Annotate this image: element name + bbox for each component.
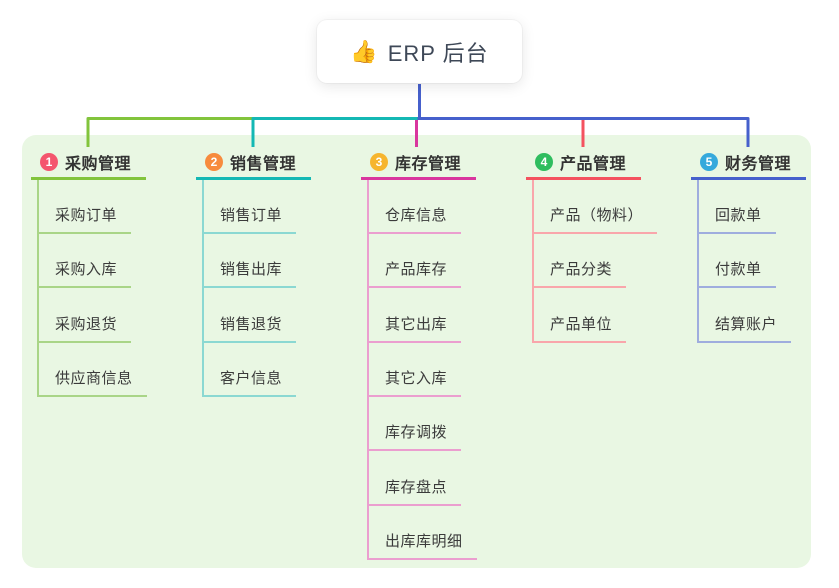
branch-children-line: [37, 180, 39, 397]
branch-number-badge: 4: [535, 152, 553, 171]
child-node[interactable]: 付款单: [697, 259, 776, 288]
branch-number-badge: 5: [700, 152, 718, 171]
child-node[interactable]: 客户信息: [202, 368, 297, 397]
root-node-label: ERP 后台: [387, 40, 489, 66]
child-node[interactable]: 其它出库: [367, 314, 462, 343]
root-node[interactable]: 👍 ERP 后台: [317, 20, 522, 83]
child-node[interactable]: 销售退货: [202, 314, 297, 343]
branches-background-panel: [22, 135, 811, 568]
branch-topic-label: 销售管理: [230, 155, 297, 173]
branch-topic[interactable]: 3 库存管理: [361, 146, 476, 180]
branch-topic-label: 库存管理: [395, 155, 462, 173]
child-node[interactable]: 采购退货: [37, 314, 132, 343]
branch-topic[interactable]: 5 财务管理: [691, 146, 806, 180]
child-node[interactable]: 其它入库: [367, 368, 462, 397]
child-node[interactable]: 销售订单: [202, 205, 297, 234]
branch-topic[interactable]: 1 采购管理: [31, 146, 146, 180]
branch-children-line: [367, 180, 369, 560]
edge-branch-1: [86, 117, 254, 147]
branch-topic-label: 产品管理: [560, 155, 627, 173]
branch-topic-label: 采购管理: [65, 155, 132, 173]
child-node[interactable]: 产品单位: [532, 314, 627, 343]
branch-topic[interactable]: 2 销售管理: [196, 146, 311, 180]
child-node[interactable]: 库存盘点: [367, 477, 462, 506]
child-node[interactable]: 库存调拨: [367, 422, 462, 451]
child-node[interactable]: 采购订单: [37, 205, 132, 234]
child-node[interactable]: 仓库信息: [367, 205, 462, 234]
branch-topic-label: 财务管理: [725, 155, 792, 173]
child-node[interactable]: 结算账户: [697, 314, 792, 343]
thumbs-up-icon: 👍: [350, 38, 378, 64]
branch-children-line: [532, 180, 534, 343]
branch-topic[interactable]: 4 产品管理: [526, 146, 641, 180]
branch-number-badge: 1: [40, 152, 58, 171]
child-node[interactable]: 销售出库: [202, 259, 297, 288]
child-node[interactable]: 出库库明细: [367, 531, 477, 560]
child-node[interactable]: 供应商信息: [37, 368, 147, 397]
child-node[interactable]: 产品库存: [367, 259, 462, 288]
edge-branch-2: [251, 117, 420, 147]
branch-number-badge: 2: [205, 152, 223, 171]
child-node[interactable]: 采购入库: [37, 259, 132, 288]
edge-branch-5: [417, 117, 750, 147]
child-node[interactable]: 回款单: [697, 205, 776, 234]
branch-children-line: [202, 180, 204, 397]
branch-number-badge: 3: [370, 152, 388, 171]
child-node[interactable]: 产品（物料）: [532, 205, 658, 234]
branch-children-line: [697, 180, 699, 343]
child-node[interactable]: 产品分类: [532, 259, 627, 288]
